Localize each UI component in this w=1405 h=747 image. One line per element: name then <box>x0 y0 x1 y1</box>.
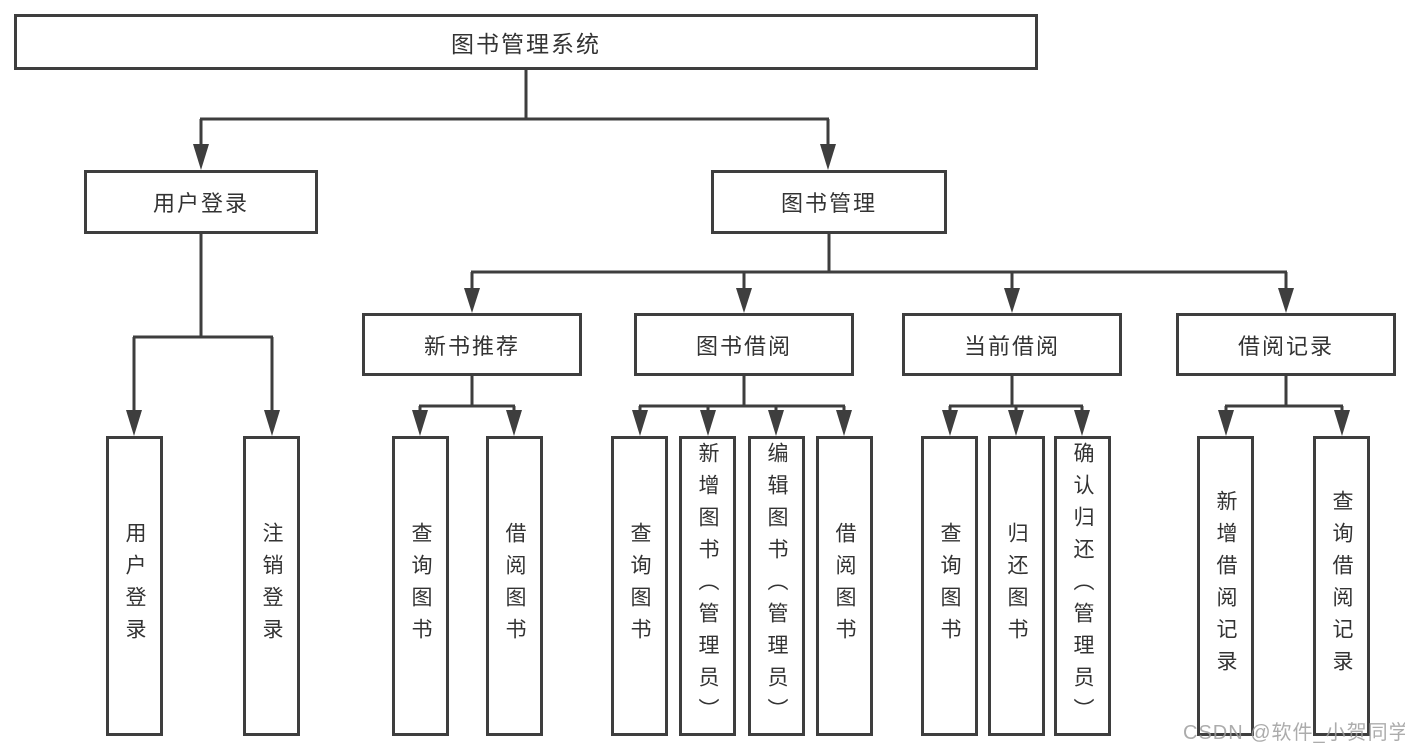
leaf-logout: 注销登录 <box>243 436 300 736</box>
leaf-query-books-current: 查询图书 <box>921 436 978 736</box>
node-label: 当前借阅 <box>963 333 1060 359</box>
node-book-management: 图书管理 <box>711 170 947 234</box>
node-label: 借阅记录 <box>1237 333 1334 359</box>
leaf-label: 确认归还（管理员） <box>1071 442 1094 730</box>
leaf-label: 归还图书 <box>1005 522 1028 650</box>
leaf-label: 查询图书 <box>409 522 432 650</box>
leaf-label: 编辑图书（管理员） <box>765 442 788 730</box>
csdn-watermark: CSDN @软件_小贺同学 <box>1183 722 1405 744</box>
leaf-return-books: 归还图书 <box>988 436 1045 736</box>
connector-new-book-recommend-split <box>412 376 522 436</box>
node-label: 图书借阅 <box>695 333 792 359</box>
leaf-edit-books-admin: 编辑图书（管理员） <box>748 436 805 736</box>
node-root-system: 图书管理系统 <box>14 14 1038 70</box>
leaf-label: 借阅图书 <box>503 522 526 650</box>
connector-book-borrowing-split <box>632 376 852 436</box>
node-label: 图书管理 <box>780 191 877 216</box>
node-user-login: 用户登录 <box>84 170 318 234</box>
connector-borrowing-records-split <box>1218 376 1350 436</box>
node-book-borrowing: 图书借阅 <box>634 313 854 376</box>
leaf-query-borrow-record: 查询借阅记录 <box>1313 436 1370 736</box>
node-new-book-recommend: 新书推荐 <box>362 313 582 376</box>
node-label: 新书推荐 <box>423 333 520 359</box>
leaf-user-login: 用户登录 <box>106 436 163 736</box>
node-label: 图书管理系统 <box>451 31 601 57</box>
leaf-label: 查询借阅记录 <box>1330 490 1353 682</box>
leaf-add-borrow-record: 新增借阅记录 <box>1197 436 1254 736</box>
leaf-label: 新增图书（管理员） <box>696 442 719 730</box>
connector-book-management-split <box>464 233 1294 313</box>
leaf-borrow-books-borrowing: 借阅图书 <box>816 436 873 736</box>
leaf-query-books-borrowing: 查询图书 <box>611 436 668 736</box>
leaf-borrow-books-recommend: 借阅图书 <box>486 436 543 736</box>
node-current-borrowing: 当前借阅 <box>902 313 1122 376</box>
connector-user-login-split <box>126 233 280 436</box>
leaf-confirm-return-admin: 确认归还（管理员） <box>1054 436 1111 736</box>
leaf-add-books-admin: 新增图书（管理员） <box>679 436 736 736</box>
leaf-label: 查询图书 <box>628 522 651 650</box>
leaf-query-books-recommend: 查询图书 <box>392 436 449 736</box>
leaf-label: 新增借阅记录 <box>1214 490 1237 682</box>
connector-current-borrowing-split <box>942 376 1090 436</box>
node-borrowing-records: 借阅记录 <box>1176 313 1396 376</box>
leaf-label: 查询图书 <box>938 522 961 650</box>
leaf-label: 注销登录 <box>260 522 283 650</box>
leaf-label: 用户登录 <box>123 522 146 650</box>
node-label: 用户登录 <box>152 191 249 216</box>
connector-root-to-level2 <box>193 70 836 170</box>
leaf-label: 借阅图书 <box>833 522 856 650</box>
